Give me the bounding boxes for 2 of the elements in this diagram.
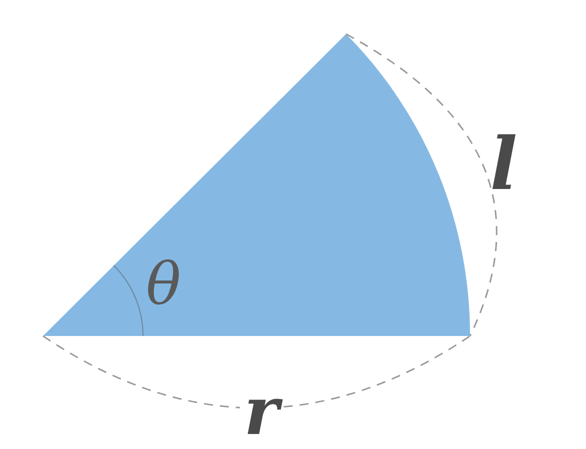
arc-length-label: l [489, 128, 518, 200]
angle-label: θ [145, 255, 182, 313]
